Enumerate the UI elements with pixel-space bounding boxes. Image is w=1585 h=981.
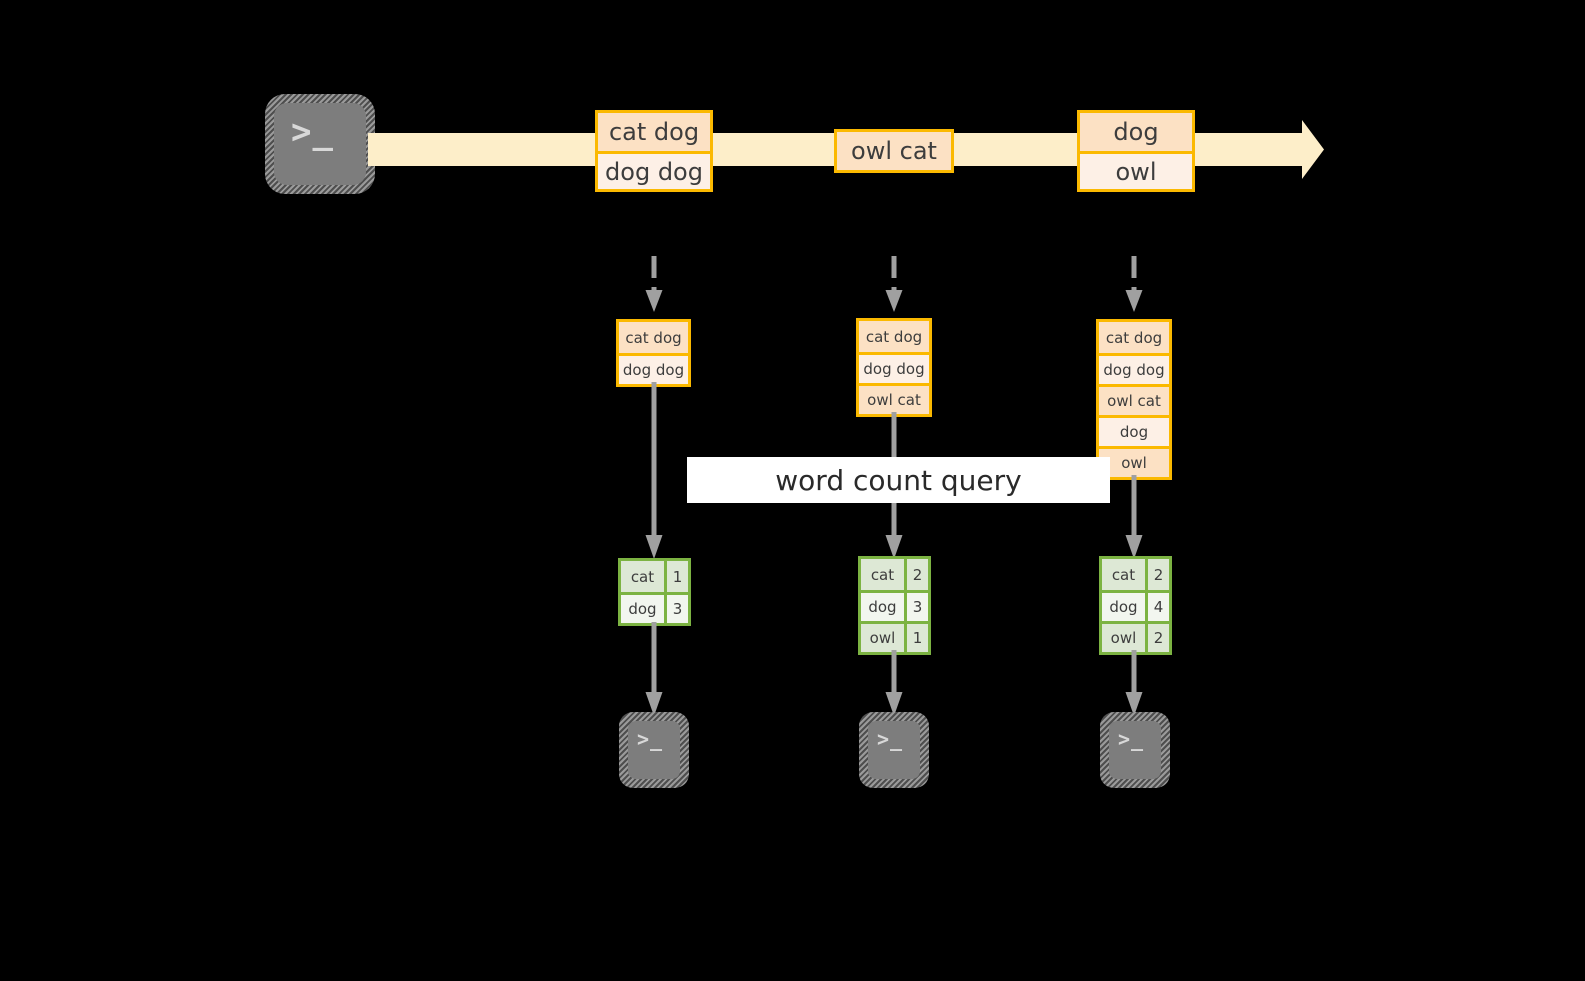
record-line: cat dog <box>859 321 929 352</box>
source-terminal-icon: >_ <box>265 94 375 194</box>
result-count: 2 <box>903 559 928 590</box>
stream-record-3: dog owl <box>1077 110 1195 192</box>
terminal-prompt-glyph: >_ <box>877 727 904 751</box>
result-word: owl <box>861 624 904 652</box>
record-line: dog <box>1080 113 1192 151</box>
stream-record-1: cat dog dog dog <box>595 110 713 192</box>
record-line: owl cat <box>837 132 951 170</box>
record-line: dog dog <box>859 352 929 383</box>
result-word: dog <box>861 593 904 621</box>
snapshot-1-result-table: cat 1 dog 3 <box>618 558 691 626</box>
record-line: dog dog <box>619 353 688 384</box>
result-word: cat <box>621 561 664 592</box>
record-line: owl cat <box>1099 384 1169 415</box>
table-row: cat 2 <box>861 559 928 590</box>
terminal-screen <box>1109 721 1161 779</box>
snapshot-2-accumulated-records: cat dog dog dog owl cat <box>856 318 932 417</box>
result-count: 4 <box>1144 593 1169 621</box>
record-line: owl cat <box>859 383 929 414</box>
record-line: cat dog <box>619 322 688 353</box>
snapshot-3-result-table: cat 2 dog 4 owl 2 <box>1099 556 1172 655</box>
snapshot-1-query-arrow-icon <box>644 382 664 560</box>
terminal-prompt-glyph: >_ <box>1118 727 1145 751</box>
snapshot-3-accumulated-records: cat dog dog dog owl cat dog owl <box>1096 319 1172 480</box>
stream-record-2: owl cat <box>834 129 954 173</box>
result-word: dog <box>621 595 664 623</box>
stream-arrowhead-icon <box>1288 120 1324 179</box>
record-line: cat dog <box>598 113 710 151</box>
result-count: 3 <box>903 593 928 621</box>
table-row: dog 3 <box>621 592 688 623</box>
result-count: 1 <box>663 561 688 592</box>
snapshot-1-dashed-arrow-icon <box>644 256 664 316</box>
result-word: cat <box>1102 559 1145 590</box>
table-row: owl 1 <box>861 621 928 652</box>
table-row: cat 2 <box>1102 559 1169 590</box>
table-row: cat 1 <box>621 561 688 592</box>
record-line: dog <box>1099 415 1169 446</box>
terminal-screen <box>628 721 680 779</box>
terminal-screen <box>868 721 920 779</box>
table-row: dog 4 <box>1102 590 1169 621</box>
result-count: 3 <box>663 595 688 623</box>
terminal-prompt-glyph: >_ <box>637 727 664 751</box>
table-row: dog 3 <box>861 590 928 621</box>
result-count: 2 <box>1144 624 1169 652</box>
snapshot-3-sink-arrow-icon <box>1124 650 1144 717</box>
record-line: cat dog <box>1099 322 1169 353</box>
record-line: owl <box>1080 151 1192 189</box>
snapshot-2-dashed-arrow-icon <box>884 256 904 316</box>
record-line: dog dog <box>598 151 710 189</box>
terminal-prompt-glyph: >_ <box>291 112 334 152</box>
record-line: dog dog <box>1099 353 1169 384</box>
snapshot-2-result-table: cat 2 dog 3 owl 1 <box>858 556 931 655</box>
snapshot-1-sink-arrow-icon <box>644 622 664 717</box>
result-word: cat <box>861 559 904 590</box>
snapshot-2-sink-arrow-icon <box>884 650 904 717</box>
result-word: owl <box>1102 624 1145 652</box>
snapshot-3-query-arrow-icon <box>1124 475 1144 560</box>
result-count: 2 <box>1144 559 1169 590</box>
snapshot-2-sink-terminal-icon: >_ <box>859 712 929 788</box>
snapshot-1-accumulated-records: cat dog dog dog <box>616 319 691 387</box>
snapshot-3-dashed-arrow-icon <box>1124 256 1144 316</box>
record-line: owl <box>1099 446 1169 477</box>
result-count: 1 <box>903 624 928 652</box>
query-label: word count query <box>687 457 1110 503</box>
terminal-screen <box>274 103 366 185</box>
table-row: owl 2 <box>1102 621 1169 652</box>
snapshot-1-sink-terminal-icon: >_ <box>619 712 689 788</box>
result-word: dog <box>1102 593 1145 621</box>
snapshot-3-sink-terminal-icon: >_ <box>1100 712 1170 788</box>
